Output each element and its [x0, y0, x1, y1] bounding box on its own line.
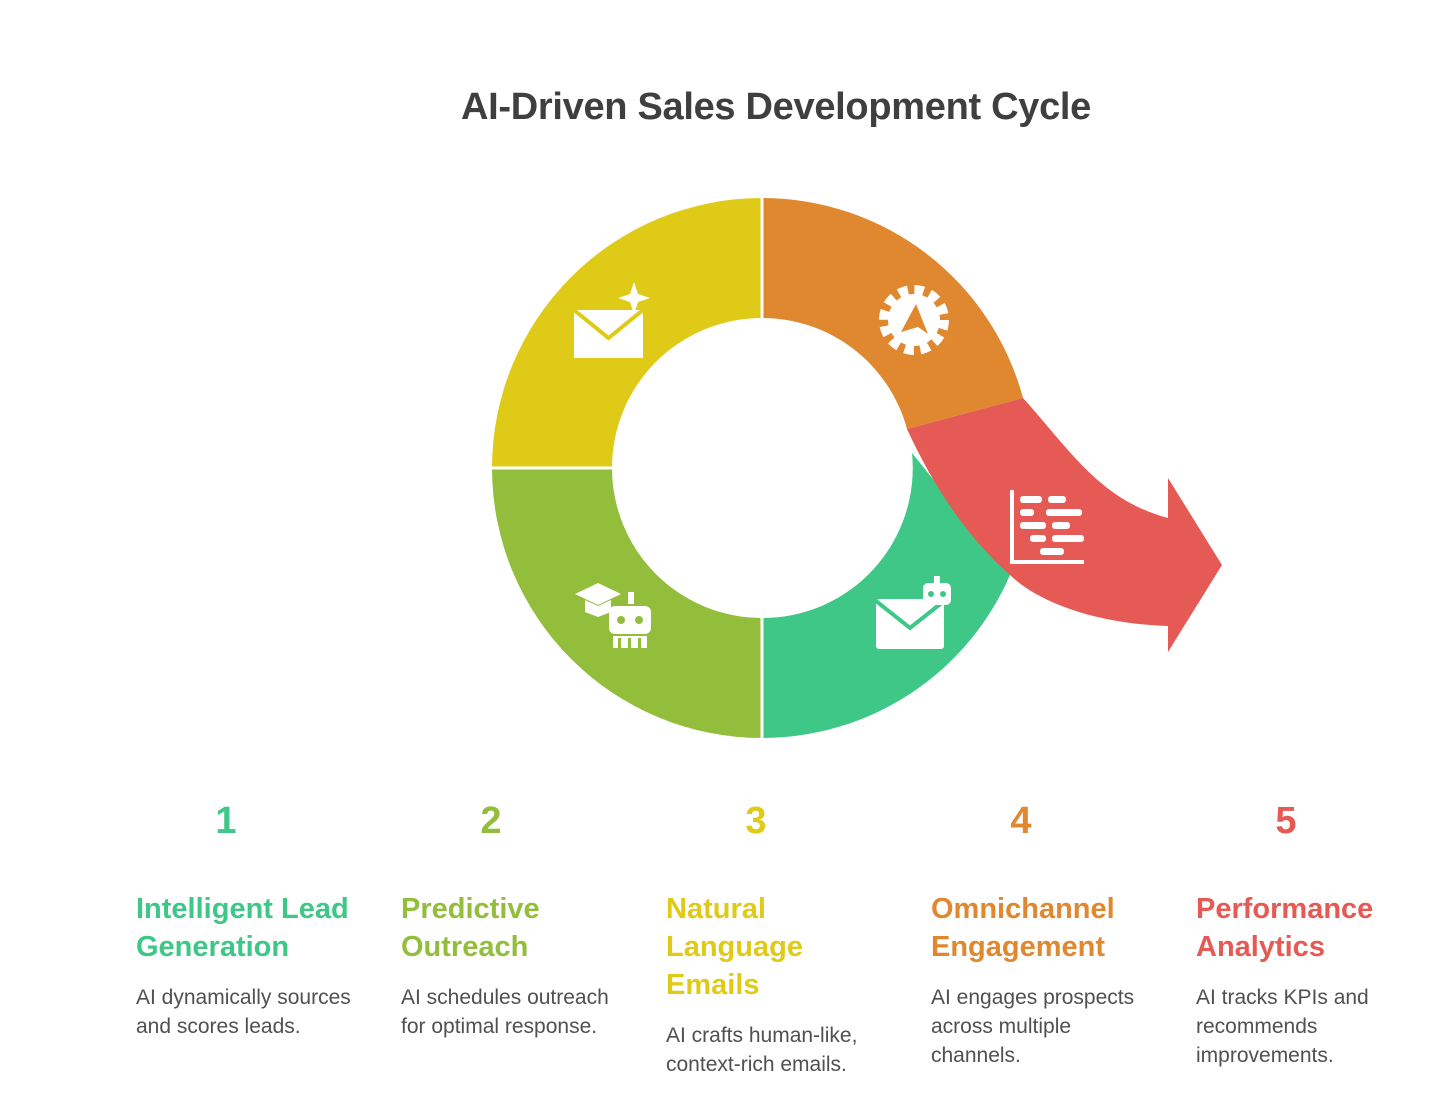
step-title: Intelligent Lead Generation — [136, 893, 349, 963]
step-number: 5 — [1275, 800, 1297, 842]
sparkle-mail-icon — [572, 282, 650, 358]
step-title: Predictive Outreach — [401, 893, 540, 963]
step-title: Natural Language Emails — [666, 893, 803, 1001]
step-predictive-outreach: 2 Predictive Outreach AI schedules outre… — [401, 800, 636, 1041]
ai-mail-icon — [874, 576, 951, 649]
step-intelligent-lead-generation: 1 Intelligent Lead Generation AI dynamic… — [136, 800, 371, 1041]
step-description: AI crafts human-like, context-rich email… — [666, 1024, 858, 1076]
step-description: AI tracks KPIs and recommends improvemen… — [1196, 986, 1369, 1067]
step-title: Omnichannel Engagement — [931, 893, 1115, 963]
gear-megaphone-icon — [879, 285, 949, 355]
cycle-segment-intelligent-lead-generation — [762, 453, 1010, 738]
step-number: 2 — [480, 800, 502, 842]
step-performance-analytics: 5 Performance Analytics AI tracks KPIs a… — [1196, 800, 1441, 1070]
step-number: 4 — [1010, 800, 1032, 842]
step-description: AI engages prospects across multiple cha… — [931, 986, 1135, 1067]
step-description: AI dynamically sources and scores leads. — [136, 986, 351, 1038]
page-title: AI-Driven Sales Development Cycle — [460, 86, 1091, 128]
step-omnichannel-engagement: 4 Omnichannel Engagement AI engages pros… — [931, 800, 1166, 1070]
step-number: 3 — [745, 800, 767, 842]
step-title: Performance Analytics — [1196, 893, 1374, 963]
step-natural-language-emails: 3 Natural Language Emails AI crafts huma… — [666, 800, 901, 1079]
cycle-segment-predictive-outreach — [492, 468, 762, 738]
graduation-robot-icon — [575, 583, 651, 648]
step-number: 1 — [215, 800, 237, 842]
chart-icon — [1010, 490, 1084, 564]
step-description: AI schedules outreach for optimal respon… — [401, 986, 609, 1038]
